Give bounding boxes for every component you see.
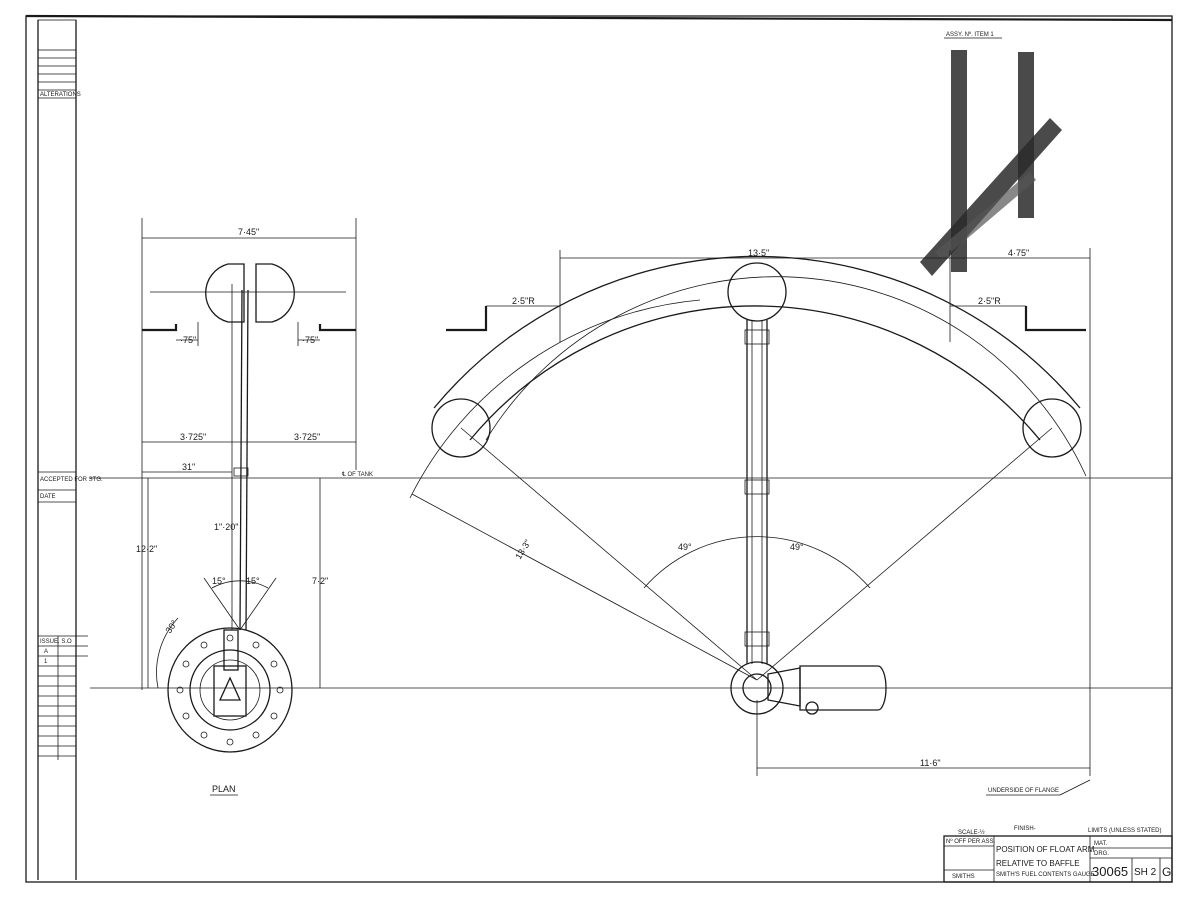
angle-right-15: 15°: [246, 576, 260, 586]
centre-of-tank-label: ℄ OF TANK: [341, 472, 373, 478]
tb-scale: SCALE-½: [958, 829, 985, 836]
tb-sheet: SH 2: [1134, 867, 1157, 878]
float-path-outer: [433, 255, 1081, 409]
float-path-middle: [469, 305, 1041, 441]
flange-inner: [189, 649, 271, 731]
tb-limits: LIMITS (UNLESS STATED): [1088, 828, 1161, 834]
tb-issue: G: [1162, 865, 1171, 879]
assy-note: ASSY. Nº. ITEM 1: [946, 31, 994, 38]
dim-31: 31": [182, 462, 195, 472]
left-margin-strip: ALTERATIONS ACCEPTED FOR STG. DATE ISSUE…: [37, 19, 103, 880]
gauge-body: [799, 665, 887, 711]
dim-length-116: 11·6": [920, 758, 941, 768]
angle-left-15: 15°: [212, 576, 226, 586]
angle-left-49: 49°: [678, 542, 692, 552]
issue-row: 1: [44, 659, 48, 665]
tb-drawing-no: 30065: [1092, 864, 1128, 879]
tb-mat: MAT.: [1094, 841, 1108, 847]
issue-label: ISSUE. S.O: [40, 639, 72, 645]
float-top: [727, 262, 787, 322]
tb-title-line2: RELATIVE TO BAFFLE: [996, 859, 1080, 868]
right-view: 13·5" 4·75" 2·5"R 2·5"R 13·3": [409, 248, 1091, 796]
underside-flange-note: UNDERSIDE OF FLANGE: [988, 788, 1059, 794]
dim-width-135: 13·5": [748, 248, 769, 258]
tb-draft-no: Nº OFF PER ASS.: [946, 838, 996, 845]
issue-mark: A: [44, 649, 48, 655]
dim-half-left: 3·725": [180, 432, 206, 442]
tb-finish: FINISH-: [1014, 826, 1036, 832]
tb-drg-label: DRG.: [1094, 851, 1109, 857]
flange-bolt-holes: [176, 634, 284, 746]
assembly-sketch: [920, 50, 1062, 276]
tb-title-line1: POSITION OF FLOAT ARM: [996, 845, 1095, 854]
date-label: DATE: [40, 494, 56, 500]
dim-height-72: 7·2": [312, 576, 328, 586]
accepted-label: ACCEPTED FOR STG.: [40, 477, 103, 483]
dim-overall-width: 7·45": [238, 227, 259, 237]
tb-title-line3: SMITH'S FUEL CONTENTS GAUGE: [996, 872, 1095, 878]
float-path-inner: [485, 276, 1087, 477]
tb-smiths: SMITHS: [952, 874, 975, 880]
alterations-label: ALTERATIONS: [40, 92, 81, 98]
dim-1-20: 1"·20": [214, 522, 238, 532]
float-right-position: [1022, 398, 1082, 458]
angle-30: 30°: [163, 618, 179, 635]
sheet-border: [25, 15, 1173, 883]
dim-step-left: 2·5"R: [512, 296, 535, 306]
dim-offset-left: ·75": [180, 335, 196, 345]
sheet-top-edge: [25, 14, 1173, 22]
float-left-position: [431, 398, 491, 458]
dim-offset-right: ·75": [302, 335, 318, 345]
float-right: [255, 263, 295, 323]
dim-height-122: 12·2": [136, 544, 157, 554]
angle-right-49: 49°: [790, 542, 804, 552]
left-view: 7·45" ·75" ·75" 3·725" 3·725" 31" ℄ OF T…: [136, 218, 373, 796]
float-left: [205, 263, 245, 323]
dim-half-right: 3·725": [294, 432, 320, 442]
dim-step-right: 2·5"R: [978, 296, 1001, 306]
dim-width-475: 4·75": [1008, 248, 1029, 258]
title-block: SCALE-½ FINISH- LIMITS (UNLESS STATED) N…: [943, 826, 1173, 883]
plan-label: PLAN: [212, 784, 236, 794]
flange-outer: [167, 627, 293, 753]
